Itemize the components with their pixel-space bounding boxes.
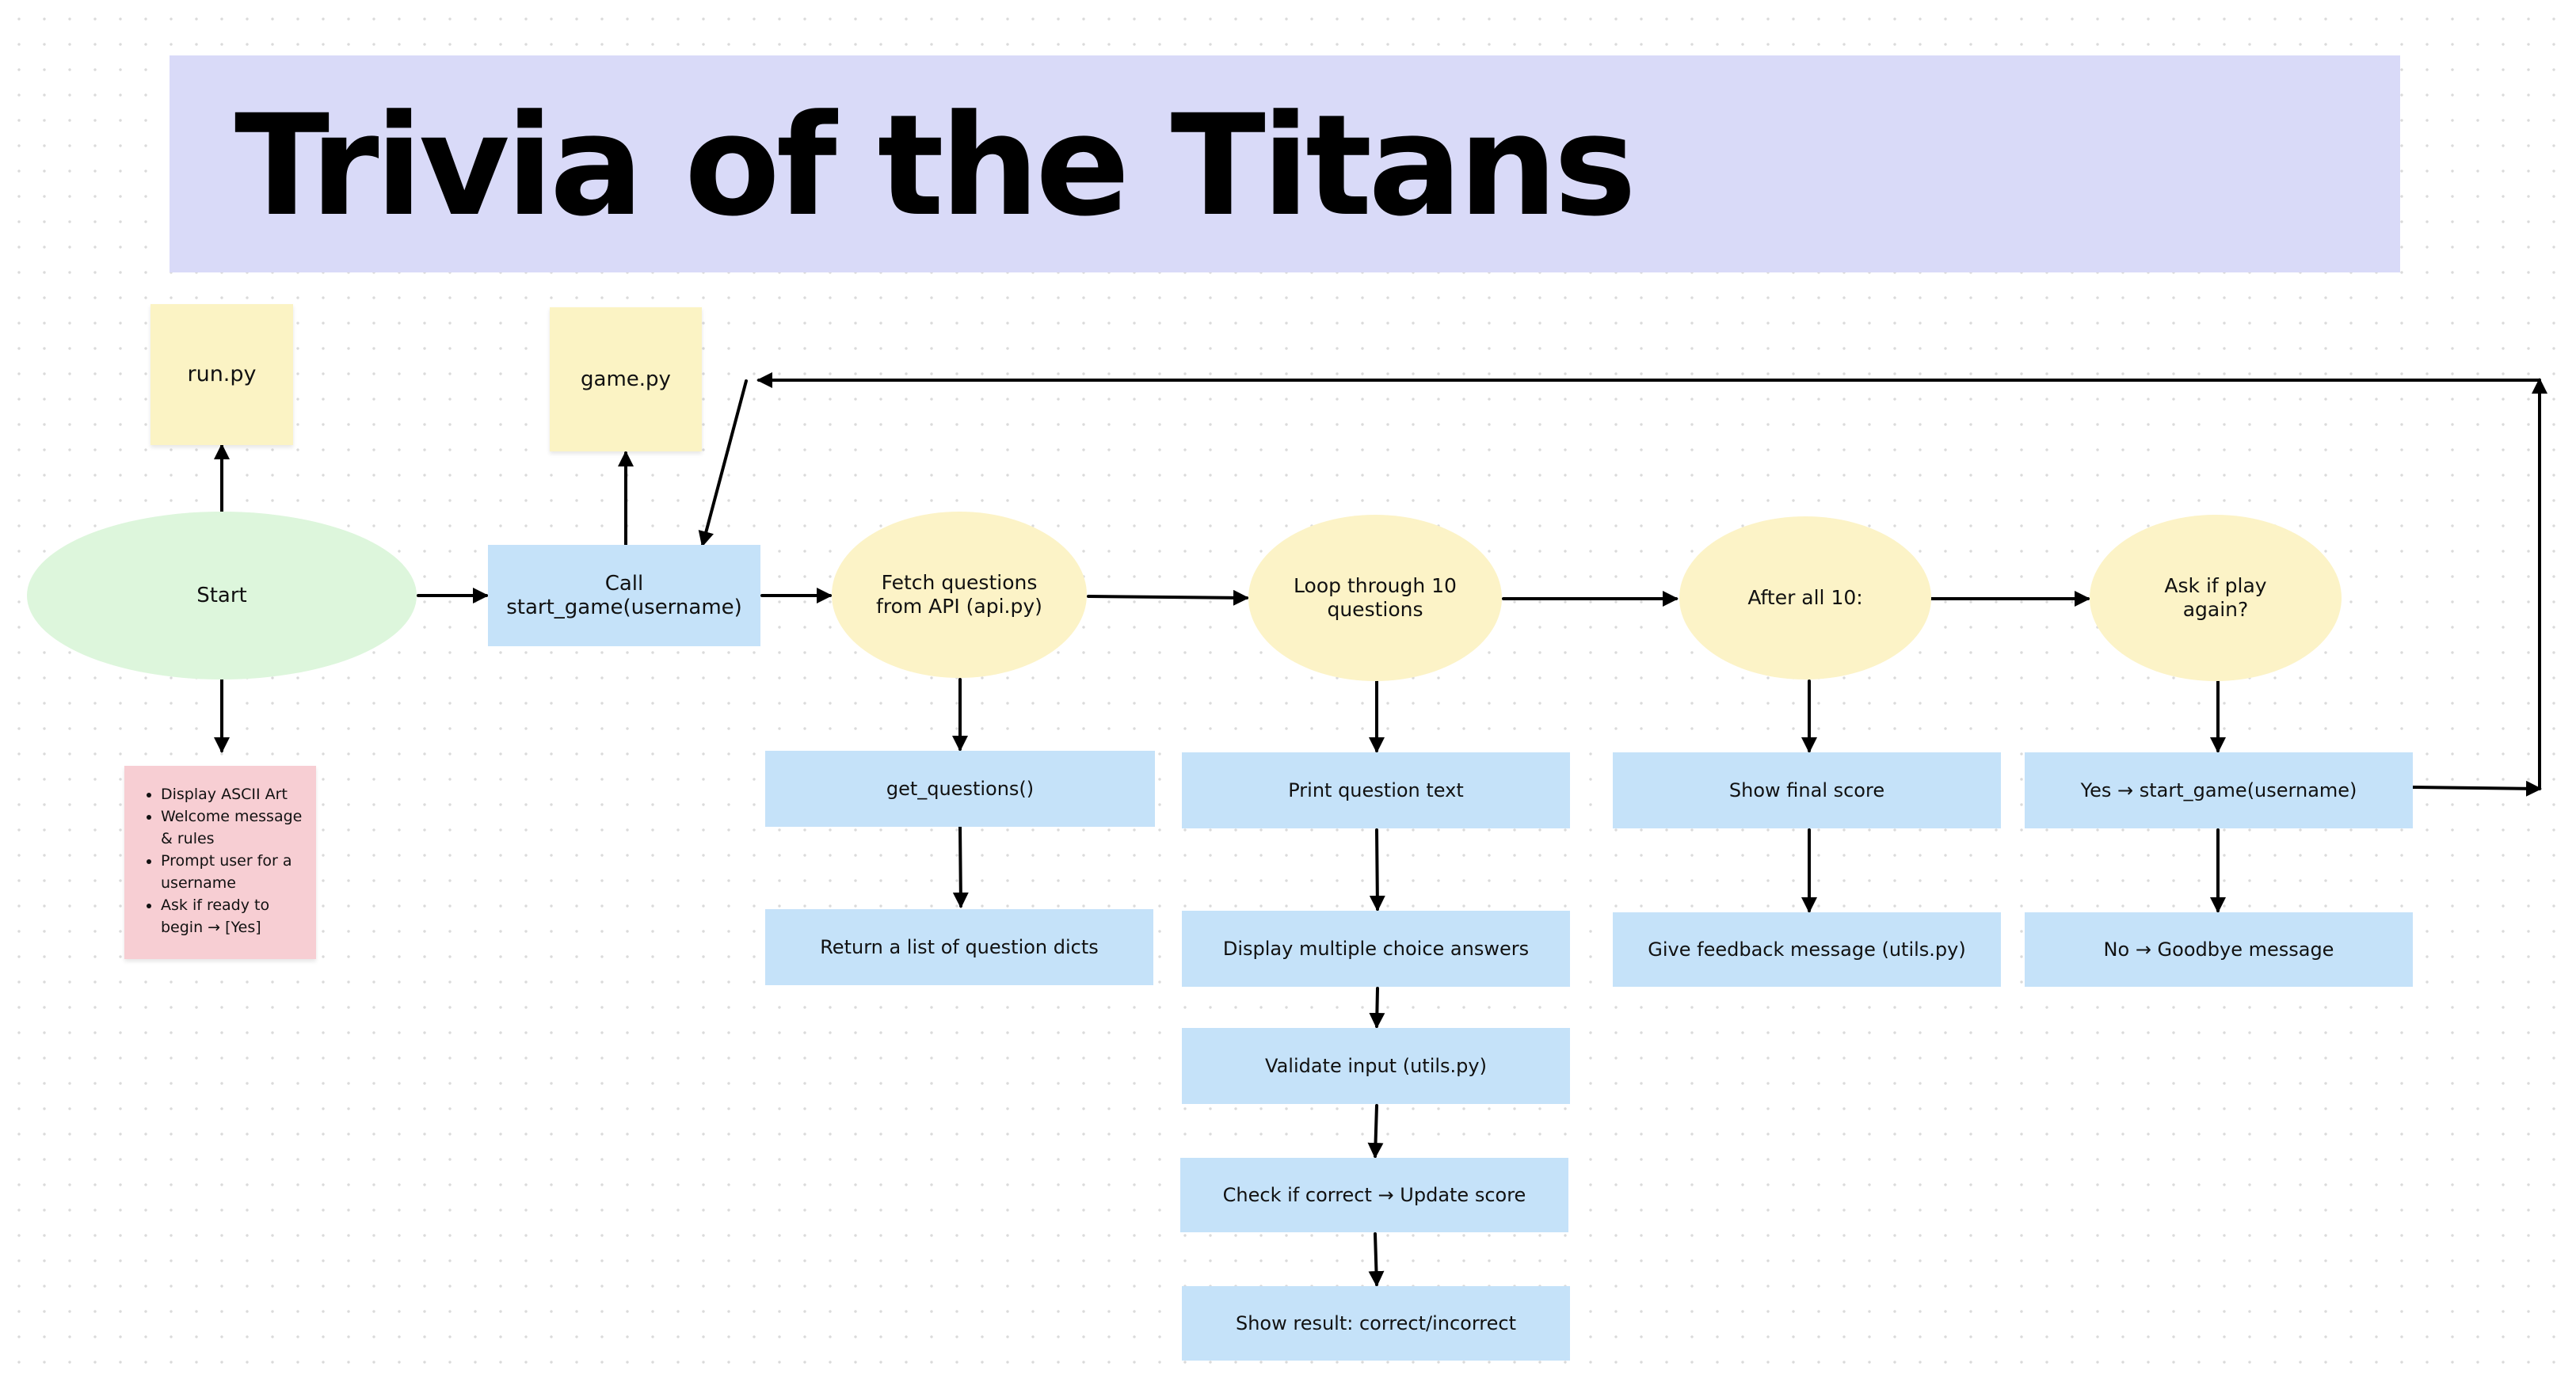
game-py-sticky: game.py <box>550 307 702 451</box>
feedback-message-label: Give feedback message (utils.py) <box>1648 938 1966 961</box>
final-score-label: Show final score <box>1728 779 1885 801</box>
yes-restart-label: Yes → start_game(username) <box>2080 779 2357 801</box>
return-list-box: Return a list of question dicts <box>765 909 1153 985</box>
after-all-node: After all 10: <box>1679 516 1931 679</box>
get-questions-box: get_questions() <box>765 751 1155 827</box>
diagram-title: Trivia of the Titans <box>234 85 1637 247</box>
play-again-label: Ask if play again? <box>2164 574 2267 621</box>
print-question-box: Print question text <box>1182 752 1570 828</box>
loop-questions-label: Loop through 10 questions <box>1294 574 1457 621</box>
arrow-validate-to-check <box>1367 1104 1384 1159</box>
validate-input-label: Validate input (utils.py) <box>1265 1055 1487 1077</box>
arrow-loop-back-into-call <box>698 379 748 547</box>
final-score-box: Show final score <box>1613 752 2001 828</box>
note-item: Welcome message & rules <box>161 805 310 850</box>
arrow-get-questions-to-return <box>952 825 969 908</box>
validate-input-box: Validate input (utils.py) <box>1182 1028 1570 1104</box>
display-choices-label: Display multiple choice answers <box>1222 938 1530 960</box>
call-start-game-label: Call start_game(username) <box>506 572 742 619</box>
fetch-questions-label: Fetch questions from API (api.py) <box>876 571 1042 618</box>
start-notes-sticky: Display ASCII Art Welcome message & rule… <box>124 766 316 959</box>
get-questions-label: get_questions() <box>886 778 1035 800</box>
start-node: Start <box>27 512 417 679</box>
call-start-game-box: Call start_game(username) <box>488 545 760 646</box>
fetch-questions-node: Fetch questions from API (api.py) <box>832 512 1087 678</box>
no-goodbye-box: No → Goodbye message <box>2025 912 2413 987</box>
note-item: Prompt user for a username <box>161 850 310 894</box>
check-correct-box: Check if correct → Update score <box>1180 1158 1568 1232</box>
display-choices-box: Display multiple choice answers <box>1182 911 1570 987</box>
arrow-print-to-display <box>1369 828 1385 912</box>
show-result-box: Show result: correct/incorrect <box>1182 1286 1570 1361</box>
title-banner <box>170 55 2400 272</box>
no-goodbye-label: No → Goodbye message <box>2103 938 2334 961</box>
loop-questions-node: Loop through 10 questions <box>1248 515 1502 681</box>
note-item: Ask if ready to begin → [Yes] <box>161 894 310 938</box>
run-py-label: run.py <box>187 362 257 386</box>
feedback-message-box: Give feedback message (utils.py) <box>1613 912 2001 987</box>
run-py-sticky: run.py <box>151 304 293 445</box>
game-py-label: game.py <box>581 367 671 391</box>
note-item: Display ASCII Art <box>161 783 310 805</box>
arrow-check-to-show-result <box>1368 1232 1385 1287</box>
start-label: Start <box>196 584 247 607</box>
print-question-label: Print question text <box>1288 779 1464 801</box>
return-list-label: Return a list of question dicts <box>820 936 1099 958</box>
show-result-label: Show result: correct/incorrect <box>1235 1312 1517 1334</box>
arrow-display-to-validate <box>1369 987 1385 1029</box>
arrow-yes-to-return-line <box>2411 780 2542 797</box>
arrow-fetch-to-loop <box>1087 589 1249 606</box>
check-correct-label: Check if correct → Update score <box>1222 1184 1526 1206</box>
yes-restart-box: Yes → start_game(username) <box>2025 752 2413 828</box>
after-all-label: After all 10: <box>1747 586 1863 609</box>
play-again-node: Ask if play again? <box>2090 515 2342 681</box>
start-notes-list: Display ASCII Art Welcome message & rule… <box>135 783 310 938</box>
